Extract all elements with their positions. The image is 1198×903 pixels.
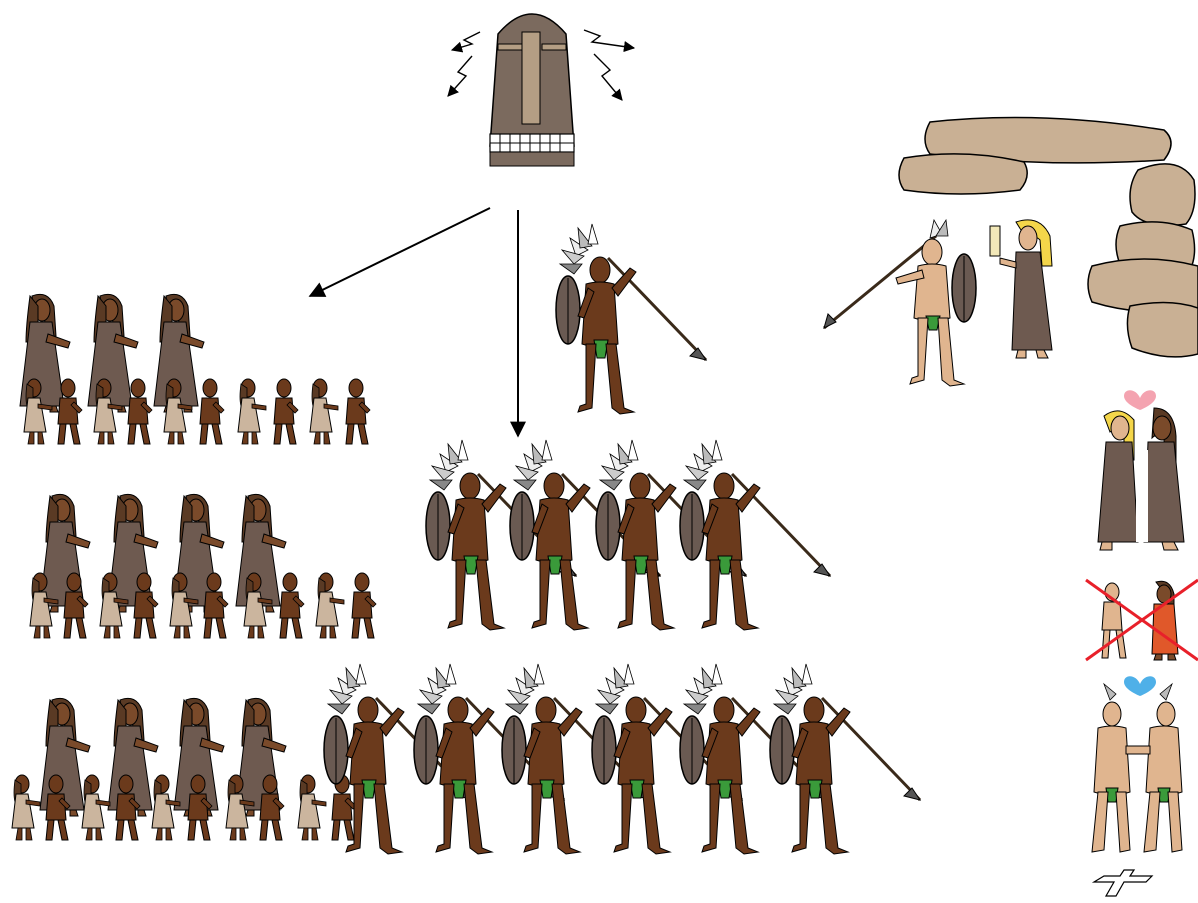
family-row-1	[20, 294, 370, 444]
warrior-row-2	[426, 440, 830, 630]
family-row-2	[30, 494, 376, 638]
totem-mask-icon	[490, 14, 574, 166]
women-couple	[1098, 390, 1184, 550]
crossed-out-couple	[1086, 580, 1198, 660]
warrior-single	[556, 224, 706, 414]
heart-icon	[1124, 390, 1156, 410]
arrow-left	[310, 208, 490, 296]
couple-under-arch	[824, 220, 1052, 386]
family-row-3	[12, 698, 356, 840]
grave-cross-icon	[1094, 870, 1152, 896]
warrior-row-3	[324, 664, 920, 854]
men-couple	[1092, 676, 1182, 852]
heart-icon	[1124, 676, 1156, 696]
